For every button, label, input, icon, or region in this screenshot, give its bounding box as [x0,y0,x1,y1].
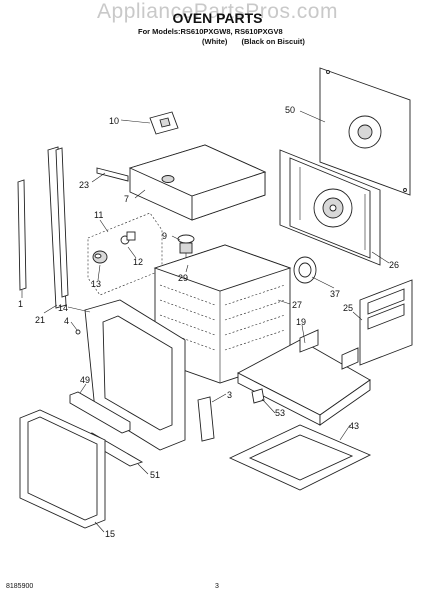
label-53: 53 [275,408,285,418]
label-26: 26 [389,260,399,270]
part-door-gasket[interactable] [19,409,106,529]
label-14: 14 [58,303,68,313]
watermark: AppliancePartsPros.com [97,0,338,23]
label-7: 7 [124,194,129,204]
part-side-trim[interactable] [17,146,69,309]
label-27: 27 [292,300,302,310]
label-29: 29 [178,273,188,283]
part-bottom-tray[interactable] [228,424,372,491]
label-25: 25 [343,303,353,313]
part-number-labels: 10 50 23 7 11 9 12 26 13 29 37 1 14 27 2… [18,105,399,539]
label-19: 19 [296,317,306,327]
part-rear-panel[interactable] [319,67,411,196]
label-23: 23 [79,180,89,190]
variant-white: (White) [202,37,228,46]
part-side-panel[interactable] [359,279,413,366]
label-3: 3 [227,390,232,400]
label-43: 43 [349,421,359,431]
label-21: 21 [35,315,45,325]
part-convection-back-plate[interactable] [279,149,381,266]
models-line: For Models:RS610PXGW8, RS610PXGV8 [138,27,283,36]
page-title: OVEN PARTS [172,10,263,26]
part-top-shield[interactable] [128,144,267,221]
part-small-bracket[interactable] [197,396,215,442]
label-37: 37 [330,289,340,299]
variant-black-on-biscuit: (Black on Biscuit) [241,37,305,46]
part-clip[interactable] [251,388,265,404]
label-51: 51 [150,470,160,480]
part-trim-strip[interactable] [69,391,131,434]
label-10: 10 [109,116,119,126]
part-lower-panel[interactable] [237,329,371,426]
label-50: 50 [285,105,295,115]
part-bracket[interactable] [149,111,179,135]
label-15: 15 [105,529,115,539]
part-gasket[interactable] [293,256,317,284]
part-oven-cavity[interactable] [153,244,292,384]
model-variants: (White) (Black on Biscuit) [202,37,317,46]
page-number: 3 [215,583,219,590]
leader-lines [21,110,390,533]
document-number: 8185900 [6,583,34,590]
label-13: 13 [91,279,101,289]
label-1: 1 [18,299,23,309]
label-11: 11 [94,210,103,220]
label-4: 4 [64,316,69,326]
label-9: 9 [162,231,167,241]
label-12: 12 [133,257,143,267]
label-49: 49 [80,375,90,385]
part-bar[interactable] [96,167,129,182]
part-sensor-group[interactable] [87,212,163,296]
